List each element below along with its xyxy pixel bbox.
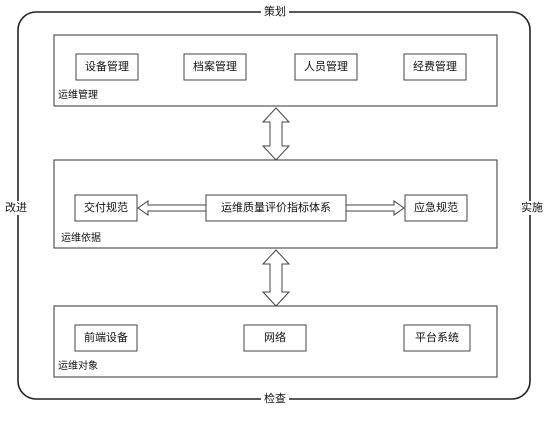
cycle-label-check: 检查 xyxy=(261,392,289,406)
box-funding-management xyxy=(403,53,467,81)
box-delivery-spec-label: 交付规范 xyxy=(84,201,128,214)
panel-basis-title: 运维依据 xyxy=(61,233,101,244)
cycle-label-do: 实施 xyxy=(518,201,546,215)
box-delivery-spec xyxy=(74,194,138,222)
box-personnel-management xyxy=(294,53,358,81)
arrow-to-delivery-spec xyxy=(137,200,207,216)
double-arrow-lower xyxy=(261,249,291,307)
cycle-label-plan: 策划 xyxy=(261,5,289,19)
box-emergency-spec-label: 应急规范 xyxy=(414,201,458,214)
box-quality-index-system-label: 运维质量评价指标体系 xyxy=(221,201,331,214)
box-network xyxy=(243,324,307,352)
box-network-label: 网络 xyxy=(264,331,286,344)
arrow-to-emergency-spec xyxy=(345,200,405,216)
panel-targets-title: 运维对象 xyxy=(58,361,98,372)
box-equipment-management xyxy=(75,53,139,81)
box-platform-system xyxy=(403,324,471,352)
box-emergency-spec xyxy=(404,194,468,222)
cycle-label-act: 改进 xyxy=(2,201,30,215)
box-funding-management-label: 经费管理 xyxy=(413,60,457,73)
box-platform-system-label: 平台系统 xyxy=(415,331,459,344)
box-frontend-device-label: 前端设备 xyxy=(84,331,128,344)
box-archive-management xyxy=(183,53,247,81)
double-arrow-upper xyxy=(261,107,291,161)
panel-management-title: 运维管理 xyxy=(58,90,98,101)
box-frontend-device xyxy=(74,324,138,352)
box-archive-management-label: 档案管理 xyxy=(193,60,237,73)
box-equipment-management-label: 设备管理 xyxy=(85,60,129,73)
box-personnel-management-label: 人员管理 xyxy=(304,60,348,73)
